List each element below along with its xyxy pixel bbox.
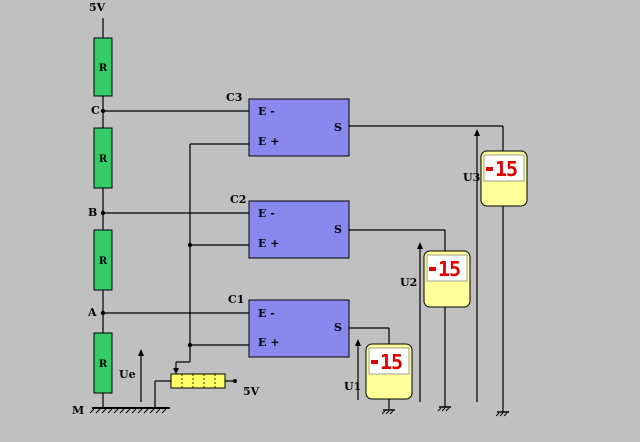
u1-arrow-head — [355, 339, 361, 346]
comparator-name: C1 — [228, 293, 244, 306]
u3-label: U3 — [463, 171, 480, 184]
comparator-out: S — [334, 223, 342, 236]
ue-label: Ue — [119, 368, 136, 381]
comparator-in-minus: E - — [258, 307, 275, 320]
ue-junction-dot — [187, 242, 193, 248]
u2-arrow-head — [417, 242, 423, 249]
minus-sign-icon — [371, 360, 378, 364]
node-c-label: C — [91, 104, 100, 117]
minus-sign-icon — [486, 167, 493, 171]
node-a-label: A — [87, 306, 97, 319]
comparator-c2: C2 E - E + S — [230, 193, 350, 259]
resistor-label: R — [99, 63, 108, 74]
comparator-name: C2 — [230, 193, 246, 206]
resistor-1: R — [93, 37, 113, 97]
voltmeter-reading: 15 — [495, 157, 517, 181]
resistor-label: R — [99, 154, 108, 165]
comparator-c3: C3 E - E + S — [226, 91, 350, 157]
pot-supply-label: 5V — [243, 385, 260, 398]
resistor-label: R — [99, 359, 108, 370]
u3-arrow-head — [474, 129, 480, 136]
ground-symbol — [89, 407, 170, 414]
voltmeter-u1: 15 — [365, 343, 413, 400]
resistor-label: R — [99, 256, 108, 267]
pot-supply-terminal — [233, 379, 237, 383]
voltmeter-u2: 15 — [423, 250, 471, 308]
comparator-c1: C1 E - E + S — [228, 293, 350, 358]
comparator-out: S — [334, 321, 342, 334]
resistor-2: R — [93, 127, 113, 189]
supply-top-label: 5V — [89, 1, 106, 14]
ue-arrow-head — [138, 349, 144, 356]
potentiometer[interactable] — [170, 373, 226, 389]
comparator-in-plus: E + — [258, 336, 279, 349]
voltmeter-u3: 15 — [480, 150, 528, 207]
comparator-out: S — [334, 121, 342, 134]
comparator-in-plus: E + — [258, 237, 279, 250]
wiper-arrow — [173, 368, 179, 374]
ground-label: M — [72, 404, 84, 417]
voltmeter-reading: 15 — [380, 350, 402, 374]
comparator-in-minus: E - — [258, 207, 275, 220]
u2-label: U2 — [400, 276, 417, 289]
comparator-in-minus: E - — [258, 105, 275, 118]
node-b-label: B — [88, 206, 97, 219]
minus-sign-icon — [429, 267, 436, 271]
comparator-name: C3 — [226, 91, 242, 104]
resistor-4: R — [93, 332, 113, 394]
resistor-3: R — [93, 229, 113, 291]
comparator-in-plus: E + — [258, 135, 279, 148]
u1-label: U1 — [344, 380, 361, 393]
voltmeter-reading: 15 — [438, 257, 460, 281]
